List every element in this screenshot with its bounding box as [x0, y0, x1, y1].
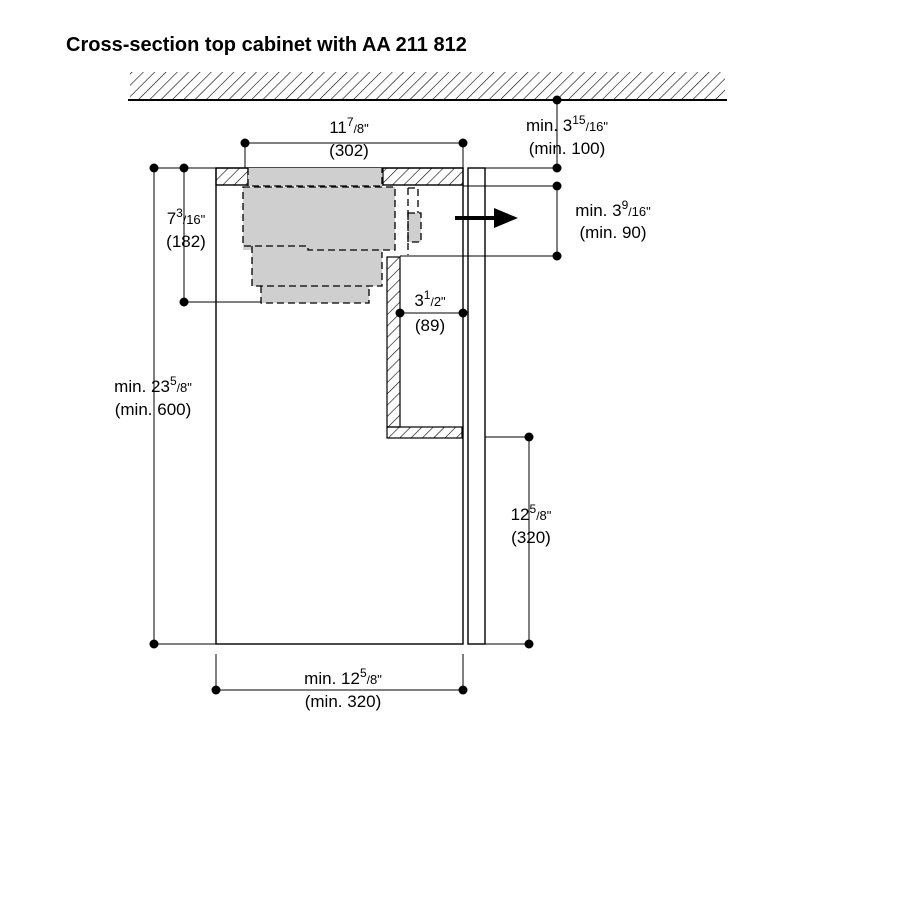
- label-depth-inner-mm: (89): [415, 316, 445, 335]
- diagram-title: Cross-section top cabinet with AA 211 81…: [66, 34, 467, 56]
- dimension-dots: [149, 95, 562, 695]
- label-depth-inner-in: 31/2": [414, 288, 446, 310]
- label-cabinet-depth-mm: (min. 320): [305, 692, 382, 711]
- label-door-lower-in: 125/8": [511, 502, 552, 524]
- label-width-top-in: 117/8": [329, 115, 369, 137]
- dimension-lines: [153, 100, 558, 691]
- label-cabinet-depth-in: min. 125/8": [304, 666, 382, 688]
- inner-partition: [386, 256, 463, 439]
- label-width-top-mm: (302): [329, 141, 369, 160]
- ceiling: [128, 72, 727, 101]
- label-door-lower-mm: (320): [511, 528, 551, 547]
- label-ceiling-gap-mm: (min. 100): [529, 139, 606, 158]
- label-cabinet-height-mm: (min. 600): [115, 400, 192, 419]
- airflow-arrow: [455, 208, 518, 228]
- extractor-unit: [242, 168, 422, 304]
- cabinet-door: [467, 167, 486, 645]
- label-cabinet-height-in: min. 235/8": [114, 374, 192, 396]
- dimension-labels: 117/8" (302) min. 315/16" (min. 100) min…: [114, 113, 651, 711]
- label-unit-height-in: 73/16": [167, 206, 206, 228]
- label-ceiling-gap-in: min. 315/16": [526, 113, 608, 135]
- label-side-gap-in: min. 39/16": [575, 198, 651, 220]
- label-side-gap-mm: (min. 90): [579, 223, 646, 242]
- label-unit-height-mm: (182): [166, 232, 206, 251]
